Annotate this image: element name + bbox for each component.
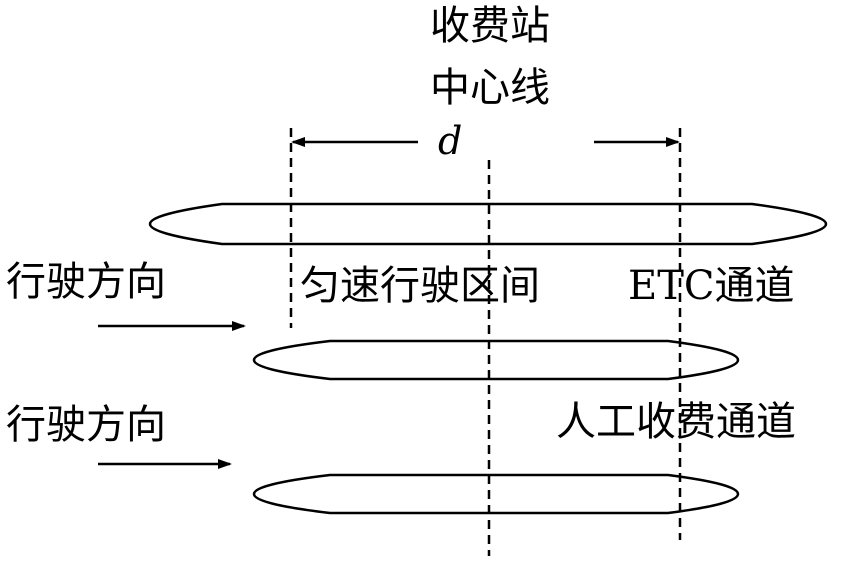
- direction-label-2: 行驶方向: [6, 402, 166, 448]
- etc-lane-label: ETC通道: [628, 263, 795, 309]
- lane-island-top: [148, 202, 828, 246]
- direction-label-1: 行驶方向: [6, 259, 166, 305]
- center-title-line-1: 收费站: [430, 3, 550, 49]
- lane-island-bottom: [252, 473, 740, 515]
- lane-island-middle: [252, 339, 740, 381]
- center-title-line-2: 中心线: [430, 65, 550, 111]
- distance-symbol: d: [436, 119, 465, 163]
- manual-lane-label: 人工收费通道: [556, 399, 796, 445]
- uniform-zone-label: 匀速行驶区间: [300, 263, 540, 309]
